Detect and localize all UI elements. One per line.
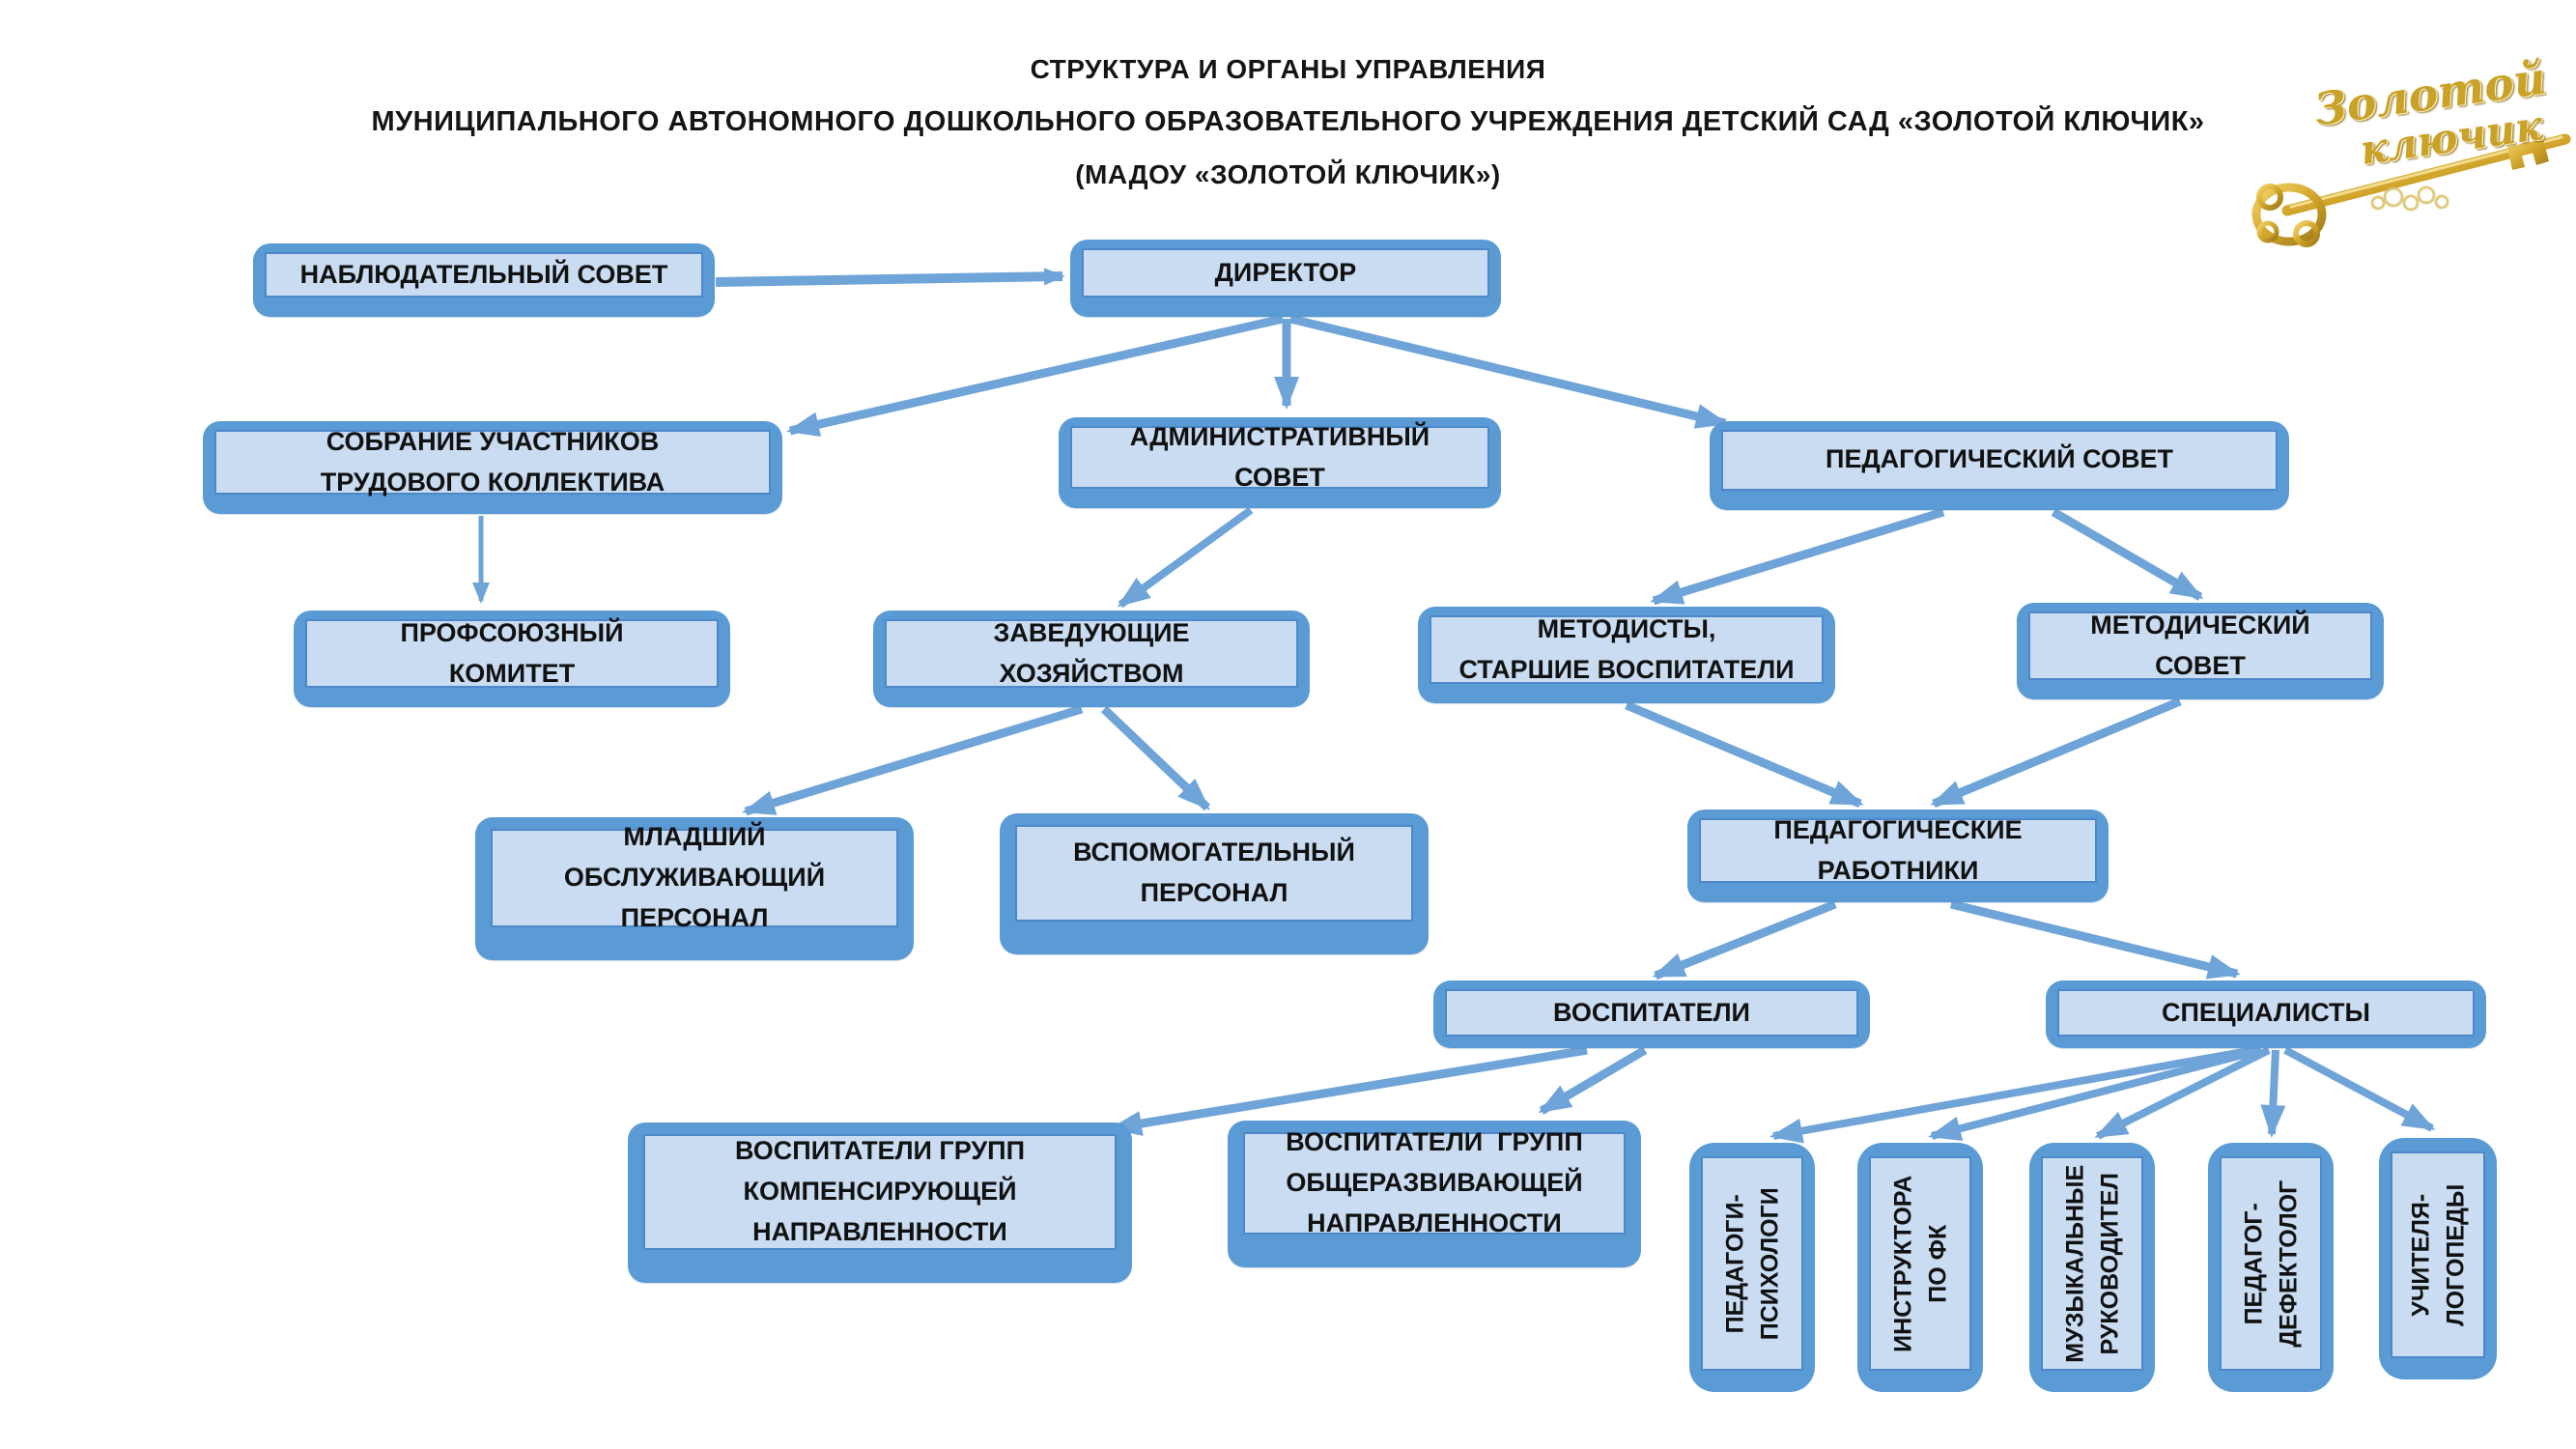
node-admin: АДМИНИСТРАТИВНЫЙ СОВЕТ <box>1059 417 1501 508</box>
node-label: ПЕДАГОГИЧЕСКИЙ СОВЕТ <box>1826 444 2173 473</box>
golden-key-icon <box>2251 133 2571 247</box>
node-sobranie: СОБРАНИЕ УЧАСТНИКОВ ТРУДОВОГО КОЛЛЕКТИВА <box>203 421 782 514</box>
node-vspomog: ВСПОМОГАТЕЛЬНЫЙ ПЕРСОНАЛ <box>1000 813 1429 954</box>
node-label: ИНСТРУКТОРА ПО ФК <box>1888 1175 1951 1352</box>
node-label: СПЕЦИАЛИСТЫ <box>2162 997 2370 1027</box>
page-title-line3: (МАДОУ «ЗОЛОТОЙ КЛЮЧИК») <box>1075 159 1501 189</box>
node-pedsovet: ПЕДАГОГИЧЕСКИЙ СОВЕТ <box>1710 421 2289 510</box>
page-title-line1: СТРУКТУРА И ОРГАНЫ УПРАВЛЕНИЯ <box>1030 54 1546 84</box>
node-label: СОБРАНИЕ УЧАСТНИКОВ ТРУДОВОГО КОЛЛЕКТИВА <box>320 426 665 497</box>
node-vosp-komp: ВОСПИТАТЕЛИ ГРУПП КОМПЕНСИРУЮЩЕЙ НАПРАВЛ… <box>628 1122 1132 1283</box>
edge-pedsovet-metodisty <box>1650 507 1945 606</box>
node-instruktor: ИНСТРУКТОРА ПО ФК <box>1857 1143 1983 1392</box>
node-label: ПЕДАГОГИ- ПСИХОЛОГИ <box>1720 1187 1783 1340</box>
node-label: ПРОФСОЮЗНЫЙ КОМИТЕТ <box>400 617 624 688</box>
node-muzruk: МУЗЫКАЛЬНЫЕ РУКОВОДИТЕЛ <box>2029 1143 2155 1392</box>
node-label: ВОСПИТАТЕЛИ ГРУПП КОМПЕНСИРУЮЩЕЙ НАПРАВЛ… <box>734 1136 1025 1246</box>
edge-specialisty-instruktor <box>1928 1046 2263 1142</box>
edge-vospitateli-obsh <box>1538 1046 1648 1115</box>
edge-pedrab-specialisty <box>1949 899 2241 980</box>
node-label: УЧИТЕЛЯ- ЛОГОПЕДЫ <box>2406 1183 2469 1326</box>
edge-admin-zavhoz <box>1117 506 1254 609</box>
edge-zavhoz-vspomog <box>1100 705 1211 811</box>
edge-metodsovet-pedrab <box>1930 696 2182 809</box>
edge-director-pedsovet <box>1288 314 1729 429</box>
node-logoped: УЧИТЕЛЯ- ЛОГОПЕДЫ <box>2379 1138 2497 1379</box>
edge-pedsovet-metodsovet <box>2051 508 2204 601</box>
node-specialisty: СПЕЦИАЛИСТЫ <box>2046 980 2486 1048</box>
edge-vospitateli-komp <box>1109 1045 1588 1136</box>
edge-metodisty-pedrab <box>1625 700 1864 809</box>
node-label: ВОСПИТАТЕЛИ <box>1553 997 1750 1027</box>
golden-key-logo: Золотой ключик <box>2249 50 2576 253</box>
node-mladshiy: МЛАДШИЙ ОБСЛУЖИВАЮЩИЙ ПЕРСОНАЛ <box>475 817 914 960</box>
edge-pedrab-vospitateli <box>1652 899 1837 980</box>
node-vosp-obsh: ВОСПИТАТЕЛИ ГРУПП ОБЩЕРАЗВИВАЮЩЕЙ НАПРАВ… <box>1228 1121 1641 1267</box>
node-label: ДИРЕКТОР <box>1214 257 1357 287</box>
node-label: ЗАВЕДУЮЩИЕ ХОЗЯЙСТВОМ <box>993 617 1190 688</box>
node-pedrab: ПЕДАГОГИЧЕСКИЕ РАБОТНИКИ <box>1687 810 2109 902</box>
node-label: МЕТОДИСТЫ, СТАРШИЕ ВОСПИТАТЕЛИ <box>1458 613 1795 684</box>
edge-zavhoz-mladshiy <box>742 704 1084 816</box>
edge-specialisty-muzruk <box>2094 1046 2271 1140</box>
node-label: МУЗЫКАЛЬНЫЕ РУКОВОДИТЕЛ <box>2060 1164 2123 1363</box>
node-vospitateli: ВОСПИТАТЕЛИ <box>1433 980 1870 1048</box>
node-nabsovet: НАБЛЮДАТЕЛЬНЫЙ СОВЕТ <box>253 243 715 317</box>
node-profkom: ПРОФСОЮЗНЫЙ КОМИТЕТ <box>294 611 730 707</box>
node-defektolog: ПЕДАГОГ- ДЕФЕКТОЛОГ <box>2208 1143 2334 1392</box>
node-metodisty: МЕТОДИСТЫ, СТАРШИЕ ВОСПИТАТЕЛИ <box>1418 607 1835 703</box>
edge-specialisty-psiholog <box>1769 1046 2254 1144</box>
edge-nabsovet-director <box>715 268 1065 287</box>
node-zavhoz: ЗАВЕДУЮЩИЕ ХОЗЯЙСТВОМ <box>873 611 1310 707</box>
node-label: МЕТОДИЧЕСКИЙ СОВЕТ <box>2090 610 2310 680</box>
node-metodsovet: МЕТОДИЧЕСКИЙ СОВЕТ <box>2017 603 2384 699</box>
page-title-line2: МУНИЦИПАЛЬНОГО АВТОНОМНОГО ДОШКОЛЬНОГО О… <box>371 106 2205 137</box>
node-label: НАБЛЮДАТЕЛЬНЫЙ СОВЕТ <box>299 259 668 289</box>
node-label: ВОСПИТАТЕЛИ ГРУПП ОБЩЕРАЗВИВАЮЩЕЙ НАПРАВ… <box>1286 1127 1583 1237</box>
node-psiholog: ПЕДАГОГИ- ПСИХОЛОГИ <box>1689 1143 1815 1392</box>
node-director: ДИРЕКТОР <box>1070 240 1501 317</box>
node-label: ПЕДАГОГИЧЕСКИЕ РАБОТНИКИ <box>1773 814 2023 885</box>
node-label: ВСПОМОГАТЕЛЬНЫЙ ПЕРСОНАЛ <box>1073 838 1355 907</box>
node-label: МЛАДШИЙ ОБСЛУЖИВАЮЩИЙ ПЕРСОНАЛ <box>563 822 826 932</box>
node-label: ПЕДАГОГ- ДЕФЕКТОЛОГ <box>2239 1179 2302 1348</box>
edge-specialisty-defektolog <box>2260 1049 2286 1138</box>
edge-specialisty-logoped <box>2283 1046 2436 1132</box>
edge-director-sobranie <box>786 314 1284 438</box>
node-label: АДМИНИСТРАТИВНЫЙ СОВЕТ <box>1129 421 1430 492</box>
